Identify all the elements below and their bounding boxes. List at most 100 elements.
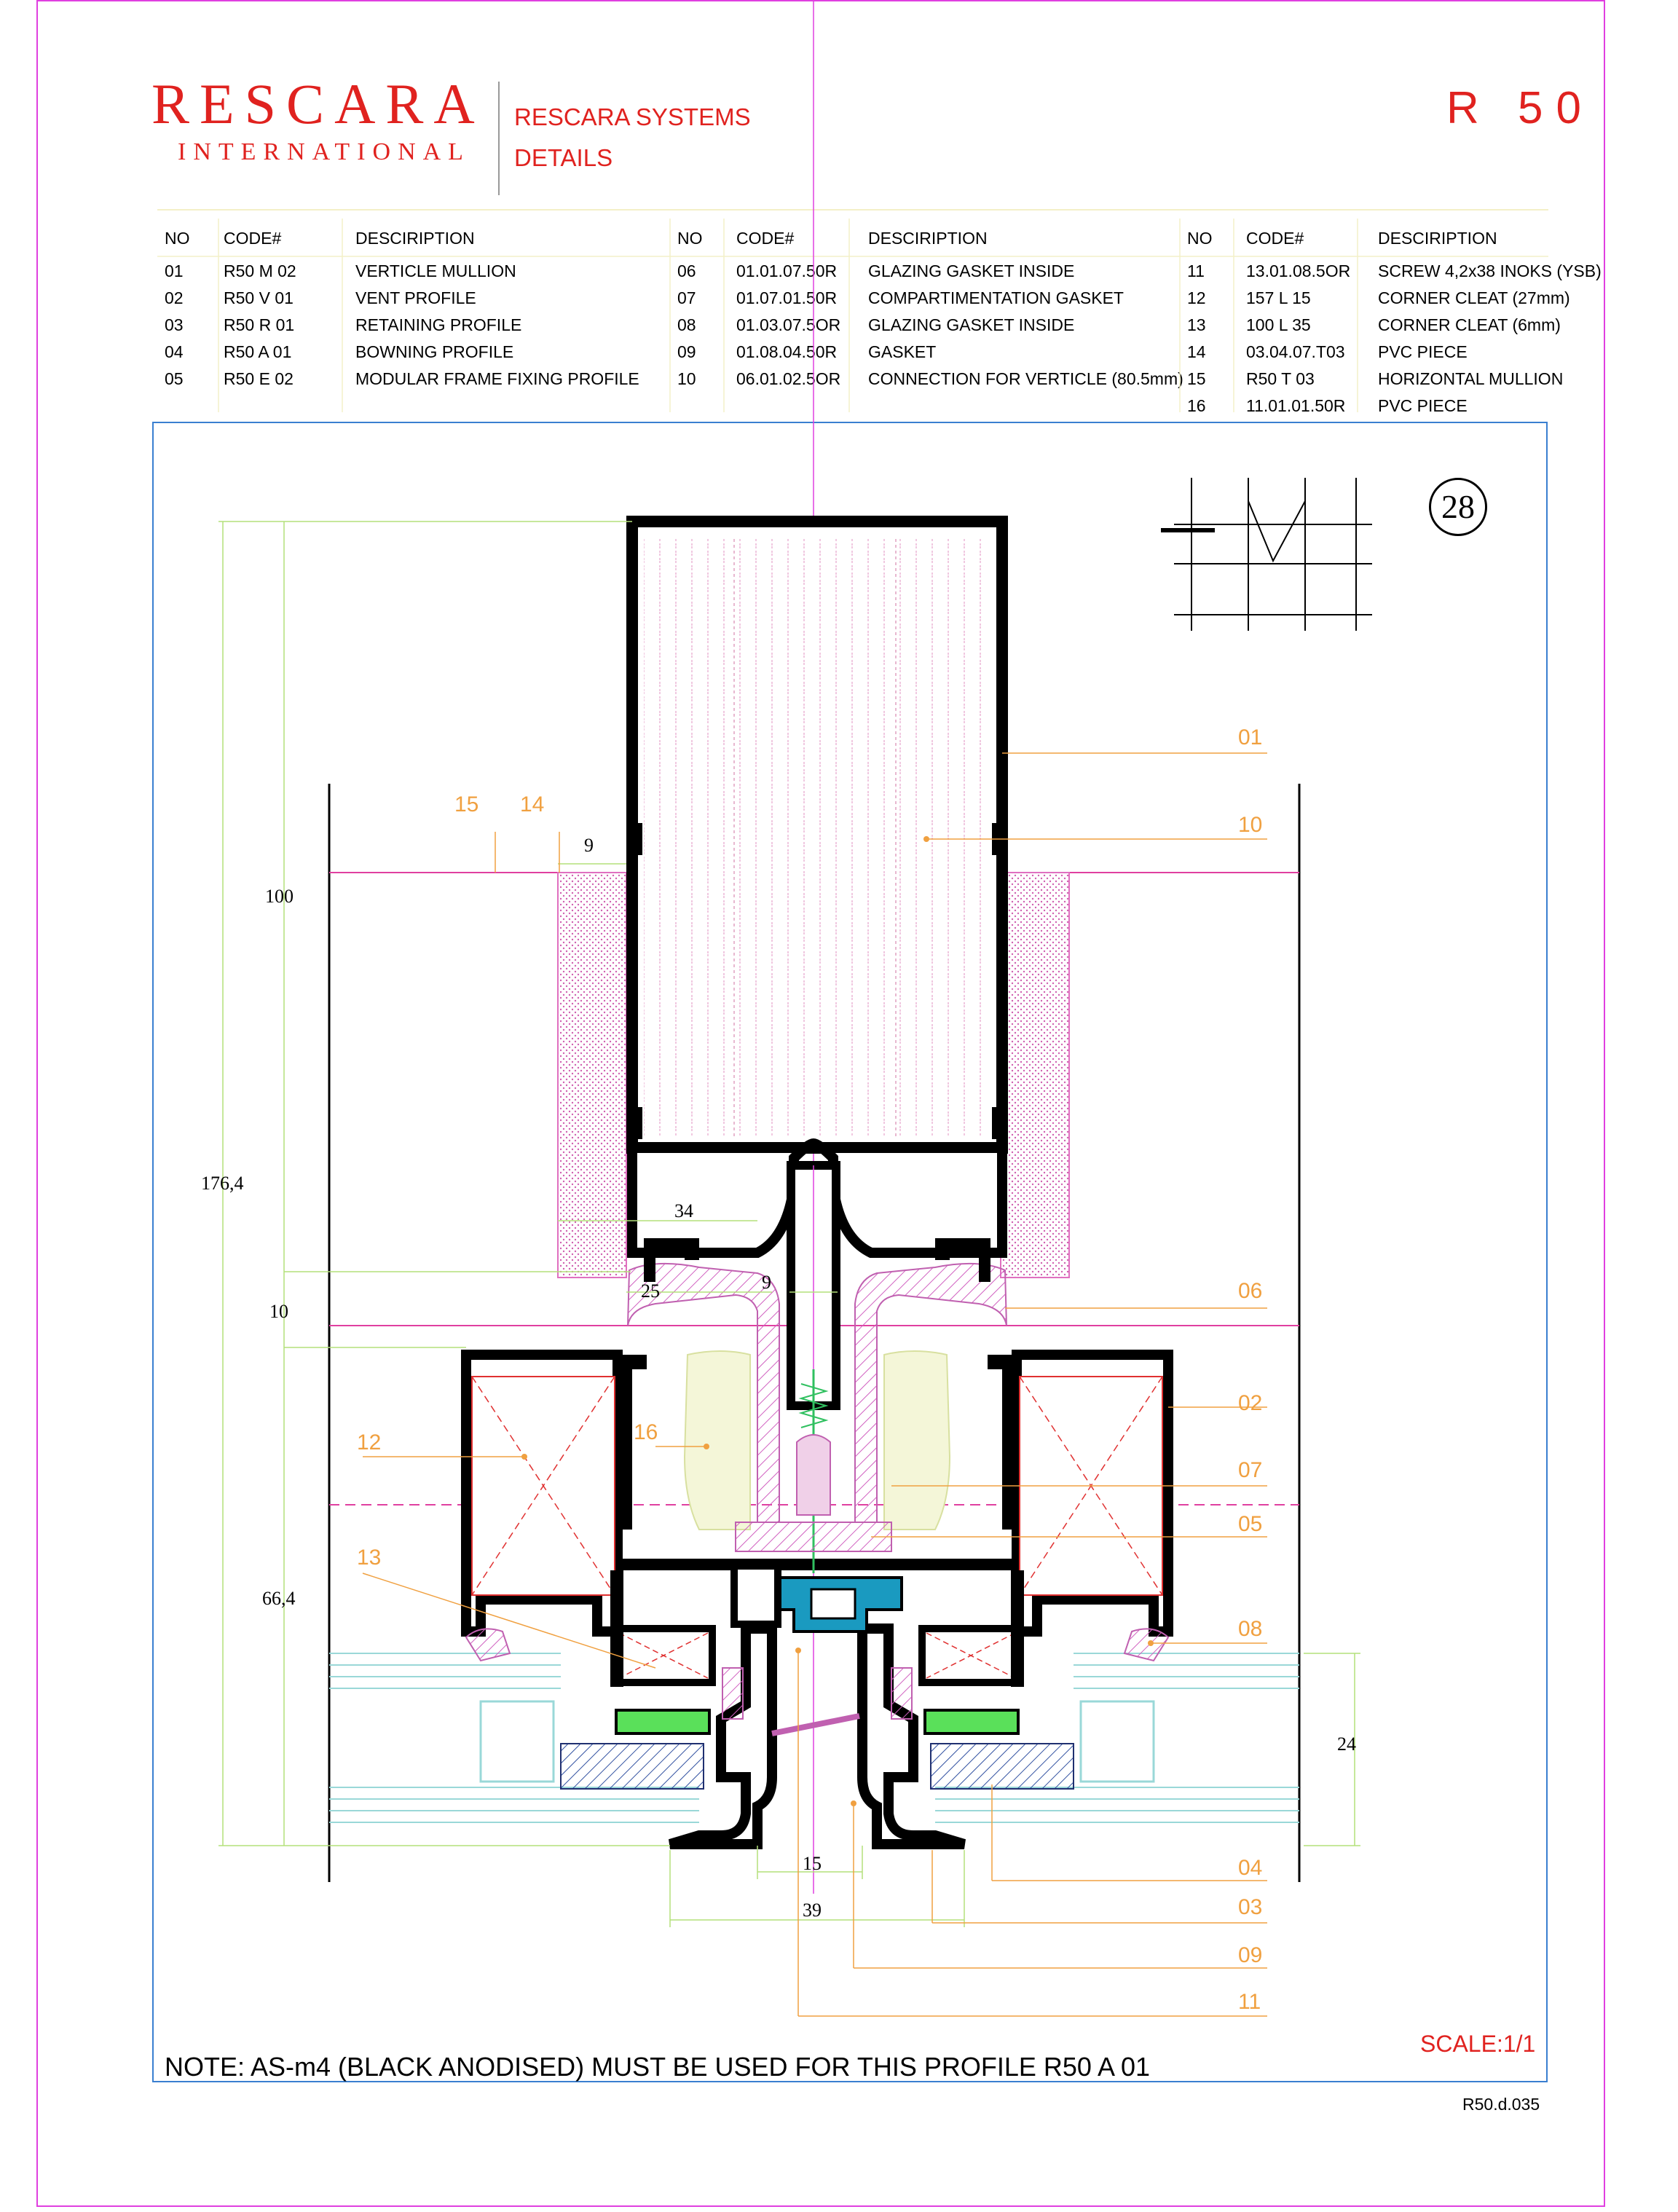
part-code: 03.04.07.T03 bbox=[1246, 342, 1345, 361]
callout-04: 04 bbox=[1238, 1856, 1263, 1880]
part-code: 01.01.07.50R bbox=[736, 261, 838, 280]
callout-01: 01 bbox=[1238, 725, 1263, 749]
part-code: R50 A 01 bbox=[224, 342, 292, 361]
callout-13: 13 bbox=[357, 1546, 382, 1570]
part-description: CORNER CLEAT (6mm) bbox=[1378, 315, 1561, 334]
callout-05: 05 bbox=[1238, 1512, 1263, 1536]
part-no: 01 bbox=[165, 261, 184, 280]
part-no: 13 bbox=[1187, 315, 1206, 334]
parts-row: 01 R50 M 02 VERTICLE MULLION bbox=[157, 258, 677, 285]
series-code: R 50 bbox=[1446, 83, 1594, 133]
part-description: RETAINING PROFILE bbox=[355, 315, 522, 334]
callout-03: 03 bbox=[1238, 1895, 1263, 1919]
header-code: CODE# bbox=[224, 228, 282, 248]
parts-row: 10 06.01.02.5OR CONNECTION FOR VERTICLE (8… bbox=[670, 366, 1189, 393]
part-description: CORNER CLEAT (27mm) bbox=[1378, 288, 1570, 307]
part-no: 11 bbox=[1187, 261, 1205, 280]
parts-table-header: NO CODE# DESCIRIPTION bbox=[670, 219, 1189, 258]
part-description: GLAZING GASKET INSIDE bbox=[868, 315, 1075, 334]
part-code: 157 L 15 bbox=[1246, 288, 1311, 307]
callout-15: 15 bbox=[454, 792, 479, 816]
part-code: R50 T 03 bbox=[1246, 369, 1315, 388]
dimension-9-mid: 9 bbox=[762, 1272, 771, 1293]
part-description: PVC PIECE bbox=[1378, 342, 1468, 361]
part-code: 13.01.08.5OR bbox=[1246, 261, 1351, 280]
part-code: 01.03.07.5OR bbox=[736, 315, 841, 334]
part-code: 01.07.01.50R bbox=[736, 288, 838, 307]
part-code: 01.08.04.50R bbox=[736, 342, 838, 361]
part-no: 04 bbox=[165, 342, 184, 361]
header-no: NO bbox=[1187, 228, 1213, 248]
part-code: R50 M 02 bbox=[224, 261, 296, 280]
callout-09: 09 bbox=[1238, 1943, 1263, 1967]
part-description: MODULAR FRAME FIXING PROFILE bbox=[355, 369, 639, 388]
dimension-24: 24 bbox=[1337, 1733, 1356, 1755]
parts-row: 12 157 L 15 CORNER CLEAT (27mm) bbox=[1180, 285, 1626, 312]
dimension-34: 34 bbox=[674, 1200, 693, 1221]
part-no: 08 bbox=[677, 315, 696, 334]
callout-12: 12 bbox=[357, 1430, 382, 1455]
part-description: CONNECTION FOR VERTICLE (80.5mm) bbox=[868, 369, 1183, 388]
page-border bbox=[36, 0, 1605, 2207]
header-code: CODE# bbox=[1246, 228, 1304, 248]
part-no: 06 bbox=[677, 261, 696, 280]
part-no: 16 bbox=[1187, 396, 1206, 415]
dimension-9-top: 9 bbox=[584, 835, 594, 856]
parts-row: 08 01.03.07.5OR GLAZING GASKET INSIDE bbox=[670, 312, 1189, 339]
profile-note: NOTE: AS-m4 (BLACK ANODISED) MUST BE USE… bbox=[165, 2052, 1151, 2082]
part-no: 10 bbox=[677, 369, 696, 388]
part-code: 100 L 35 bbox=[1246, 315, 1311, 334]
header-description: DESCIRIPTION bbox=[868, 228, 988, 248]
callout-14: 14 bbox=[520, 792, 545, 816]
part-no: 14 bbox=[1187, 342, 1206, 361]
part-description: PVC PIECE bbox=[1378, 396, 1468, 415]
dimension-39: 39 bbox=[803, 1900, 822, 1921]
parts-row: 14 03.04.07.T03 PVC PIECE bbox=[1180, 339, 1626, 366]
part-no: 12 bbox=[1187, 288, 1206, 307]
dimension-15: 15 bbox=[803, 1853, 822, 1874]
scale-label: SCALE:1/1 bbox=[1420, 2031, 1536, 2057]
parts-table-1: NO CODE# DESCIRIPTION 01 R50 M 02 VERTICLE… bbox=[157, 219, 677, 393]
header-description: DESCIRIPTION bbox=[1378, 228, 1497, 248]
callout-07: 07 bbox=[1238, 1458, 1263, 1482]
dimension-100: 100 bbox=[265, 886, 294, 907]
header-no: NO bbox=[165, 228, 190, 248]
callout-06: 06 bbox=[1238, 1279, 1263, 1303]
part-description: COMPARTIMENTATION GASKET bbox=[868, 288, 1124, 307]
callout-08: 08 bbox=[1238, 1617, 1263, 1641]
company-logo: RESCARA bbox=[151, 72, 485, 135]
part-code: 06.01.02.5OR bbox=[736, 369, 841, 388]
parts-row: 05 R50 E 02 MODULAR FRAME FIXING PROFILE bbox=[157, 366, 677, 393]
company-logo-subtitle: INTERNATIONAL bbox=[178, 138, 470, 165]
dimension-10: 10 bbox=[269, 1301, 288, 1322]
parts-table-header: NO CODE# DESCIRIPTION bbox=[1180, 219, 1626, 258]
dimension-66-4: 66,4 bbox=[262, 1588, 296, 1609]
part-no: 09 bbox=[677, 342, 696, 361]
part-description: GASKET bbox=[868, 342, 937, 361]
header-title: RESCARA SYSTEMS bbox=[514, 103, 751, 130]
header-description: DESCIRIPTION bbox=[355, 228, 475, 248]
callout-11: 11 bbox=[1238, 1990, 1261, 2014]
part-code: R50 R 01 bbox=[224, 315, 295, 334]
part-description: HORIZONTAL MULLION bbox=[1378, 369, 1564, 388]
callout-10: 10 bbox=[1238, 813, 1263, 837]
part-description: VERTICLE MULLION bbox=[355, 261, 516, 280]
dimension-176-4: 176,4 bbox=[201, 1173, 244, 1194]
part-no: 05 bbox=[165, 369, 184, 388]
part-description: VENT PROFILE bbox=[355, 288, 476, 307]
drawing-number: R50.d.035 bbox=[1462, 2095, 1540, 2114]
header-subtitle: DETAILS bbox=[514, 144, 613, 171]
callout-02: 02 bbox=[1238, 1391, 1263, 1415]
part-code: R50 V 01 bbox=[224, 288, 294, 307]
part-code: R50 E 02 bbox=[224, 369, 294, 388]
